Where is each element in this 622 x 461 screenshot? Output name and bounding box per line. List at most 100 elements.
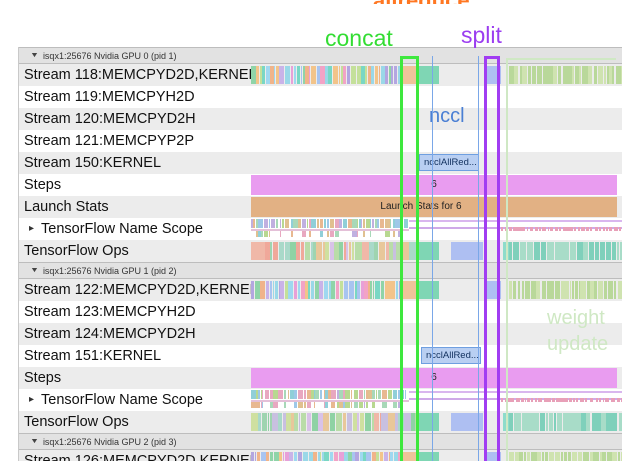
- timeline-track[interactable]: [251, 86, 622, 108]
- timeline-segment[interactable]: [351, 242, 355, 260]
- timeline-segment[interactable]: [583, 242, 589, 260]
- timeline-segment[interactable]: [575, 398, 579, 402]
- timeline-segment[interactable]: [589, 398, 594, 402]
- timeline-segment[interactable]: [554, 227, 557, 231]
- timeline-segment[interactable]: [364, 281, 368, 299]
- timeline-track[interactable]: ncclAllRed...: [251, 152, 622, 174]
- timeline-segment[interactable]: [255, 230, 259, 237]
- timeline-segment[interactable]: [375, 219, 378, 228]
- timeline-segment[interactable]: [329, 242, 334, 260]
- timeline-segment[interactable]: [539, 227, 542, 231]
- timeline-segment[interactable]: [325, 242, 330, 260]
- timeline-segment[interactable]: [324, 452, 330, 461]
- timeline-segment[interactable]: [542, 227, 546, 231]
- timeline-segment[interactable]: [618, 452, 620, 461]
- timeline-segment[interactable]: [322, 242, 325, 260]
- timeline-segment[interactable]: [348, 242, 352, 260]
- timeline-segment[interactable]: [269, 452, 273, 461]
- timeline-row-label[interactable]: TensorFlow Name Scope: [19, 392, 251, 408]
- timeline-segment[interactable]: [346, 413, 353, 431]
- timeline-segment[interactable]: [290, 230, 294, 237]
- timeline-segment[interactable]: [300, 413, 307, 431]
- timeline-segment[interactable]: [371, 413, 374, 431]
- timeline-track[interactable]: [251, 389, 622, 411]
- timeline-segment[interactable]: [256, 390, 259, 399]
- timeline-segment[interactable]: [311, 390, 314, 399]
- timeline-segment[interactable]: [531, 452, 537, 461]
- timeline-segment[interactable]: [573, 227, 577, 231]
- timeline-segment[interactable]: [396, 242, 403, 260]
- timeline-segment[interactable]: [323, 390, 325, 399]
- timeline-segment[interactable]: [587, 452, 590, 461]
- timeline-segment[interactable]: [525, 398, 527, 402]
- timeline-segment[interactable]: [401, 66, 419, 84]
- timeline-track[interactable]: [251, 411, 622, 433]
- timeline-row[interactable]: Stream 123:MEMCPYH2D: [19, 301, 622, 323]
- timeline-segment[interactable]: [310, 281, 315, 299]
- timeline-segment[interactable]: [598, 227, 601, 231]
- timeline-segment[interactable]: [614, 227, 618, 231]
- timeline-segment[interactable]: [281, 219, 285, 228]
- timeline-segment[interactable]: [290, 219, 294, 228]
- timeline-segment[interactable]: [514, 66, 519, 84]
- timeline-segment[interactable]: [550, 227, 554, 231]
- timeline-segment[interactable]: [311, 219, 316, 228]
- steps-bar[interactable]: [251, 368, 617, 388]
- timeline-segment[interactable]: [342, 401, 345, 408]
- timeline-segment[interactable]: [314, 281, 319, 299]
- timeline-segment[interactable]: [390, 452, 393, 461]
- timeline-segment[interactable]: [324, 66, 328, 84]
- timeline-track[interactable]: Launch Stats for 6: [251, 196, 622, 218]
- timeline-segment[interactable]: [254, 281, 260, 299]
- timeline-segment[interactable]: [329, 281, 332, 299]
- timeline-segment[interactable]: [603, 398, 605, 402]
- timeline-segment[interactable]: [320, 66, 325, 84]
- timeline-segment[interactable]: [372, 401, 376, 408]
- timeline-segment[interactable]: [572, 452, 578, 461]
- timeline-segment[interactable]: [528, 413, 536, 431]
- timeline-segment[interactable]: [293, 390, 298, 399]
- chevron-down-icon[interactable]: ▼: [29, 438, 39, 445]
- timeline-segment[interactable]: [262, 401, 264, 408]
- timeline-segment[interactable]: [269, 390, 273, 399]
- timeline-segment[interactable]: [419, 66, 439, 84]
- timeline-segment[interactable]: [317, 452, 321, 461]
- timeline-segment[interactable]: [397, 401, 400, 408]
- timeline-segment[interactable]: [303, 390, 307, 399]
- timeline-row-label[interactable]: Stream 124:MEMCPYD2H: [19, 326, 251, 342]
- timeline-segment[interactable]: [612, 66, 615, 84]
- timeline-segment[interactable]: [301, 281, 305, 299]
- timeline-segment[interactable]: [606, 227, 608, 231]
- timeline-segment[interactable]: [510, 398, 515, 402]
- timeline-segment[interactable]: [588, 66, 593, 84]
- timeline-segment[interactable]: [352, 219, 357, 228]
- timeline-segment[interactable]: [541, 242, 547, 260]
- timeline-segment[interactable]: [606, 242, 612, 260]
- timeline-segment[interactable]: [536, 281, 541, 299]
- timeline-segment[interactable]: [356, 230, 359, 237]
- timeline-segment[interactable]: [572, 281, 575, 299]
- timeline-segment[interactable]: [300, 242, 305, 260]
- timeline-segment[interactable]: [337, 401, 339, 408]
- timeline-segment[interactable]: [382, 401, 387, 408]
- timeline-segment[interactable]: [527, 452, 531, 461]
- timeline-segment[interactable]: [352, 413, 357, 431]
- timeline-segment[interactable]: [339, 242, 344, 260]
- timeline-segment[interactable]: [353, 390, 359, 399]
- timeline-segment[interactable]: [285, 452, 290, 461]
- timeline-segment[interactable]: [350, 452, 352, 461]
- timeline-segment[interactable]: [344, 452, 348, 461]
- timeline-segment[interactable]: [253, 219, 255, 228]
- timeline-segment[interactable]: [294, 281, 297, 299]
- timeline-segment[interactable]: [258, 401, 261, 408]
- timeline-segment[interactable]: [275, 66, 280, 84]
- timeline-segment[interactable]: [348, 281, 354, 299]
- timeline-segment[interactable]: [278, 242, 285, 260]
- timeline-segment[interactable]: [330, 452, 333, 461]
- timeline-segment[interactable]: [298, 401, 303, 408]
- timeline-segment[interactable]: [319, 219, 323, 228]
- timeline-segment[interactable]: [602, 227, 605, 231]
- timeline-segment[interactable]: [355, 242, 362, 260]
- timeline-segment[interactable]: [580, 281, 586, 299]
- timeline-segment[interactable]: [342, 390, 345, 399]
